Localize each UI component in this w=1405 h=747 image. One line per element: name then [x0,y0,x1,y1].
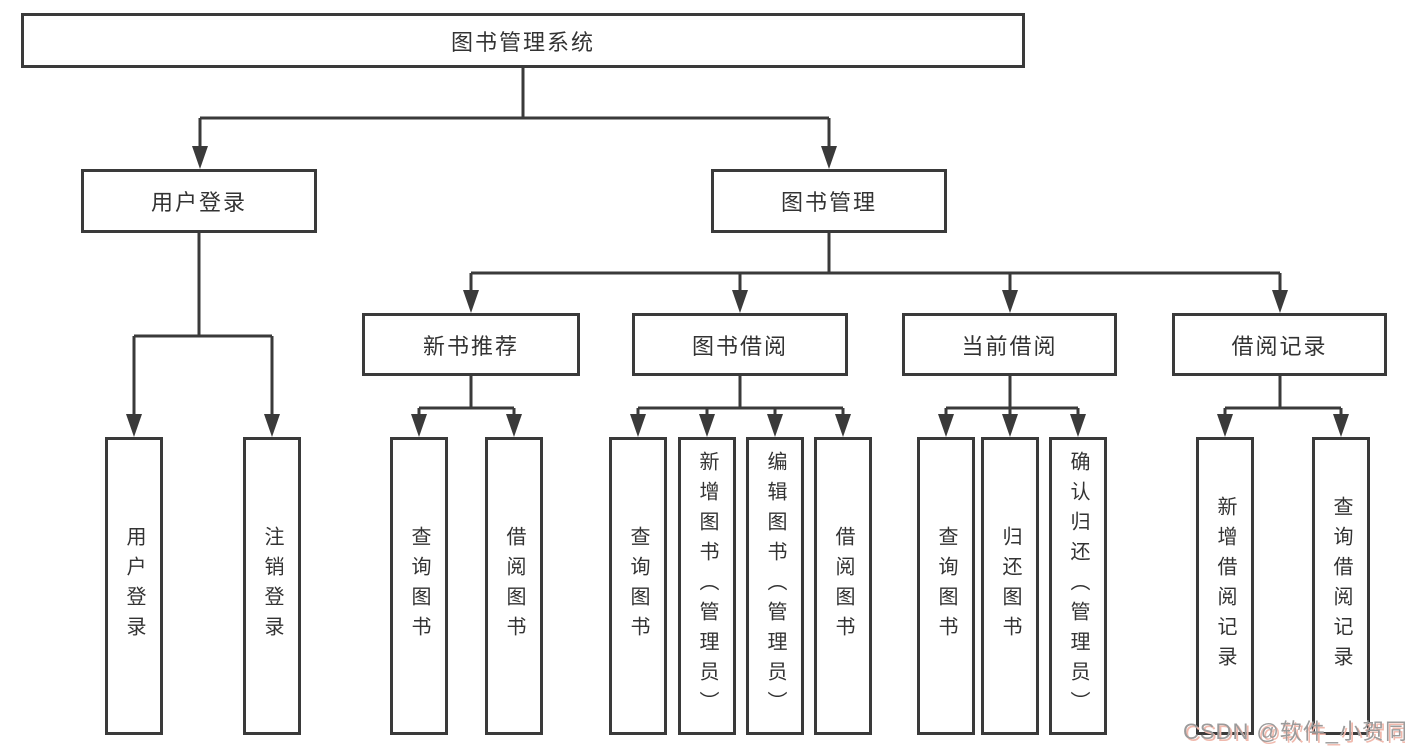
arrowhead-icon [835,414,851,437]
connector-book-mgmt-to-level3 [463,233,1288,313]
arrowhead-icon [126,414,142,437]
leaf-records-query-record-label: 查询借阅记录 [1330,496,1352,676]
arrowhead-icon [1272,290,1288,313]
connector-line [417,376,516,420]
connector-line [636,376,845,420]
arrowhead-icon [411,414,427,437]
node-borrow-records: 借阅记录 [1172,313,1387,376]
connector-root-to-level2 [192,68,837,169]
leaf-current-confirm-return-admin: 确认归还（管理员） [1049,437,1107,735]
leaf-rec-query-books: 查询图书 [390,437,448,735]
leaf-borrow-query-books: 查询图书 [609,437,667,735]
leaf-current-query-books-label: 查询图书 [935,526,957,646]
arrowhead-icon [264,414,280,437]
connector-line [469,233,1282,294]
leaf-borrow-add-books-admin-label: 新增图书（管理员） [696,451,718,721]
node-book-management: 图书管理 [711,169,947,233]
leaf-borrow-borrow-books-label: 借阅图书 [832,526,854,646]
watermark: CSDN @软件_小贺同学 [1183,719,1405,744]
arrowhead-icon [767,414,783,437]
connector-new-book-rec-to-leaves [411,376,522,437]
leaf-borrow-edit-books-admin: 编辑图书（管理员） [746,437,804,735]
connector-line [198,68,831,150]
arrowhead-icon [463,290,479,313]
arrowhead-icon [1002,414,1018,437]
node-user-login: 用户登录 [81,169,317,233]
leaf-records-query-record: 查询借阅记录 [1312,437,1370,735]
connector-line [132,233,274,418]
leaf-logout-label: 注销登录 [261,526,283,646]
arrowhead-icon [821,146,837,169]
leaf-borrow-add-books-admin: 新增图书（管理员） [678,437,736,735]
connector-line [1223,376,1343,420]
leaf-rec-query-books-label: 查询图书 [408,526,430,646]
leaf-current-confirm-return-admin-label: 确认归还（管理员） [1067,451,1089,721]
leaf-rec-borrow-books: 借阅图书 [485,437,543,735]
leaf-borrow-query-books-label: 查询图书 [627,526,649,646]
connector-user-login-to-leaves [126,233,280,437]
leaf-current-query-books: 查询图书 [917,437,975,735]
node-new-book-recommend: 新书推荐 [362,313,580,376]
leaf-current-return-books: 归还图书 [981,437,1039,735]
leaf-user-login-label: 用户登录 [123,526,145,646]
connector-borrow-record-to-leaves [1217,376,1349,437]
node-book-borrowing: 图书借阅 [632,313,848,376]
arrowhead-icon [699,414,715,437]
leaf-records-add-record: 新增借阅记录 [1196,437,1254,735]
arrowhead-icon [630,414,646,437]
leaf-borrow-edit-books-admin-label: 编辑图书（管理员） [764,451,786,721]
arrowhead-icon [1333,414,1349,437]
arrowhead-icon [1002,290,1018,313]
arrowhead-icon [192,146,208,169]
node-current-borrowing: 当前借阅 [902,313,1117,376]
leaf-rec-borrow-books-label: 借阅图书 [503,526,525,646]
connector-current-borrow-to-leaves [938,376,1086,437]
arrowhead-icon [1217,414,1233,437]
leaf-records-add-record-label: 新增借阅记录 [1214,496,1236,676]
arrowhead-icon [1070,414,1086,437]
leaf-user-login: 用户登录 [105,437,163,735]
leaf-borrow-borrow-books: 借阅图书 [814,437,872,735]
arrowhead-icon [732,290,748,313]
node-root: 图书管理系统 [21,13,1025,68]
arrowhead-icon [506,414,522,437]
connector-book-borrow-to-leaves [630,376,851,437]
connector-line [944,376,1080,420]
leaf-current-return-books-label: 归还图书 [999,526,1021,646]
arrowhead-icon [938,414,954,437]
leaf-logout: 注销登录 [243,437,301,735]
